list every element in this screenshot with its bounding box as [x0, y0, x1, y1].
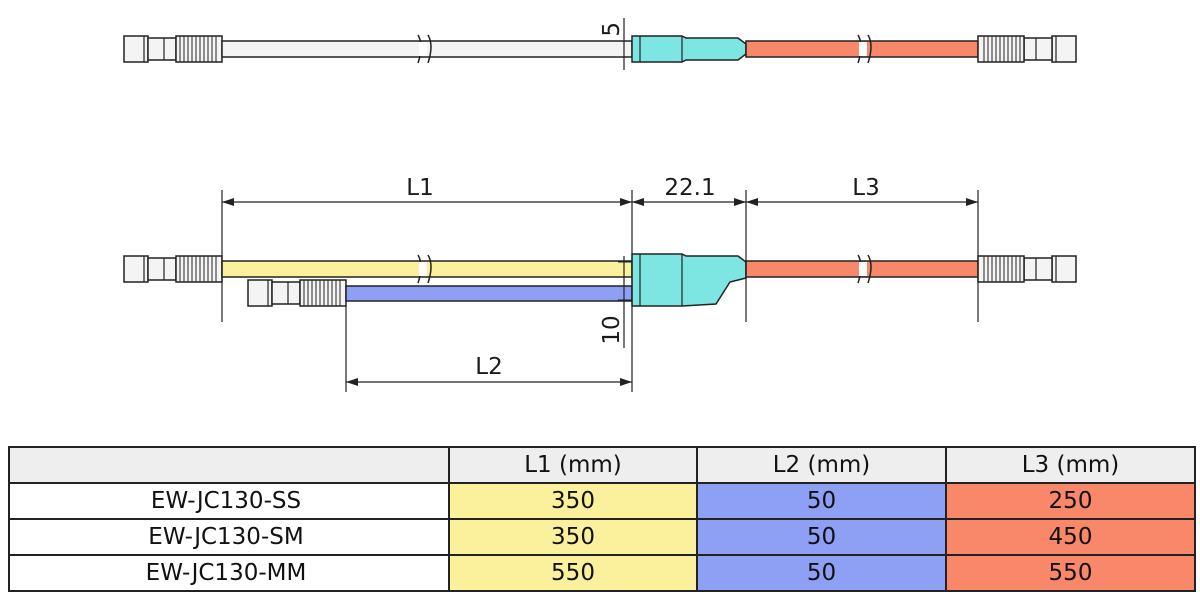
dimension-l1: L1 — [222, 175, 632, 206]
header-l3: L3 (mm) — [945, 446, 1196, 484]
model-cell: EW-JC130-SS — [8, 482, 450, 520]
model-cell: EW-JC130-SM — [8, 518, 450, 556]
l3-cell: 450 — [945, 518, 1196, 556]
dimension-height: 10 — [599, 256, 632, 348]
header-l1: L1 (mm) — [448, 446, 698, 484]
table-row: EW-JC130-SM 350 50 450 — [8, 518, 1196, 556]
top-cable: 5 — [123, 18, 1077, 70]
l1-cell: 350 — [448, 518, 698, 556]
top-left-connector — [123, 35, 223, 63]
header-l2: L2 (mm) — [696, 446, 947, 484]
dimension-l2: L2 — [346, 354, 632, 386]
table-row: EW-JC130-MM 550 50 550 — [8, 554, 1196, 592]
l1-cell: 350 — [448, 482, 698, 520]
blue-wire — [345, 285, 633, 302]
table-header-row: L1 (mm) L2 (mm) L3 (mm) — [8, 446, 1196, 484]
cable-diagram: 5 L1 22.1 — [123, 18, 1077, 392]
dimension-l2-label: L2 — [475, 354, 502, 380]
bottom-left-connector — [123, 255, 223, 283]
blue-branch-connector — [247, 279, 347, 307]
dimension-height-label: 10 — [599, 315, 625, 344]
l2-cell: 50 — [696, 554, 947, 592]
top-left-break-gap — [419, 42, 427, 56]
top-junction — [631, 35, 747, 63]
l1-cell: 550 — [448, 554, 698, 592]
l3-cell: 550 — [945, 554, 1196, 592]
spec-table: L1 (mm) L2 (mm) L3 (mm) EW-JC130-SS 350 … — [8, 446, 1196, 592]
model-cell: EW-JC130-MM — [8, 554, 450, 592]
dimension-middle-label: 22.1 — [664, 175, 715, 201]
dimension-l3-label: L3 — [852, 175, 879, 201]
l3-cell: 250 — [945, 482, 1196, 520]
bottom-cable: L1 22.1 L3 L2 10 — [123, 175, 1077, 392]
top-dimension-label: 5 — [599, 22, 625, 37]
l2-cell: 50 — [696, 482, 947, 520]
dimension-middle: 22.1 — [632, 175, 746, 206]
table-row: EW-JC130-SS 350 50 250 — [8, 482, 1196, 520]
dimension-l1-label: L1 — [406, 175, 433, 201]
bottom-right-connector — [977, 255, 1077, 283]
header-corner — [8, 446, 450, 484]
top-right-connector — [977, 35, 1077, 63]
bottom-junction — [631, 253, 747, 307]
dimension-l3: L3 — [746, 175, 978, 206]
l2-cell: 50 — [696, 518, 947, 556]
